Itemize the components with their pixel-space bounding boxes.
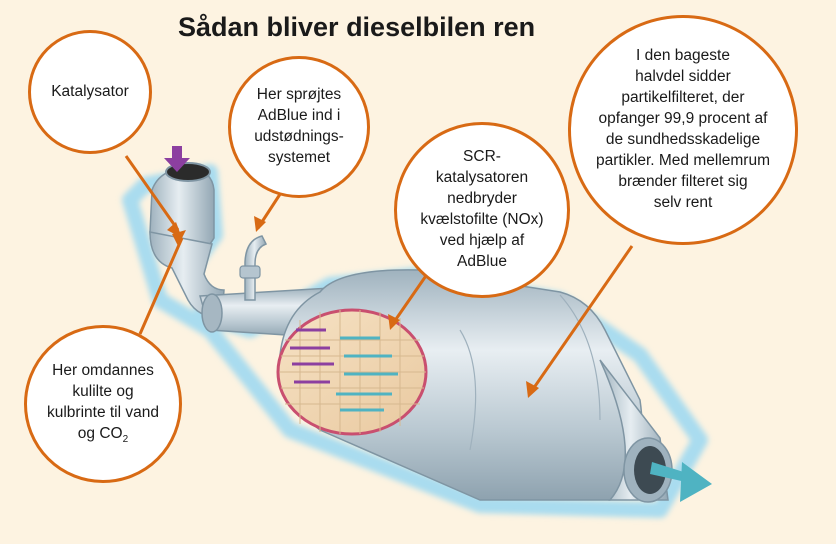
adblue-injector: [239, 235, 268, 301]
pipe-joint: [201, 293, 223, 333]
callout-katalysator: Katalysator: [28, 30, 152, 154]
page-title: Sådan bliver dieselbilen ren: [178, 12, 536, 42]
inlet-flow-arrow: [164, 146, 190, 172]
callout-adblue-injection: Her sprøjtes AdBlue ind i udstødnings- s…: [228, 56, 370, 198]
callout-conversion-text: Her omdannes kulilte og kulbrinte til va…: [47, 361, 159, 446]
callout-particle-filter-text: I den bageste halvdel sidder partikelfil…: [596, 47, 770, 211]
callout-adblue-text: Her sprøjtes AdBlue ind i udstødnings- s…: [254, 86, 344, 166]
callout-katalysator-text: Katalysator: [51, 82, 129, 100]
scr-honeycomb-core: [276, 308, 428, 436]
outlet-flow-arrow: [650, 462, 712, 502]
callout-conversion: Her omdannes kulilte og kulbrinte til va…: [24, 325, 182, 483]
callout-scr-text: SCR- katalysatoren nedbryder kvælstofilt…: [420, 148, 544, 270]
callout-conversion-main: Her omdannes kulilte og kulbrinte til va…: [46, 362, 159, 443]
callout-scr-catalyst: SCR- katalysatoren nedbryder kvælstofilt…: [394, 122, 570, 298]
callout-particle-filter: I den bageste halvdel sidder partikelfil…: [568, 15, 798, 245]
scr-flow-arrows: [290, 328, 398, 412]
callout-conversion-subscript: 2: [122, 434, 129, 446]
callout-arrowheads: [167, 216, 539, 398]
